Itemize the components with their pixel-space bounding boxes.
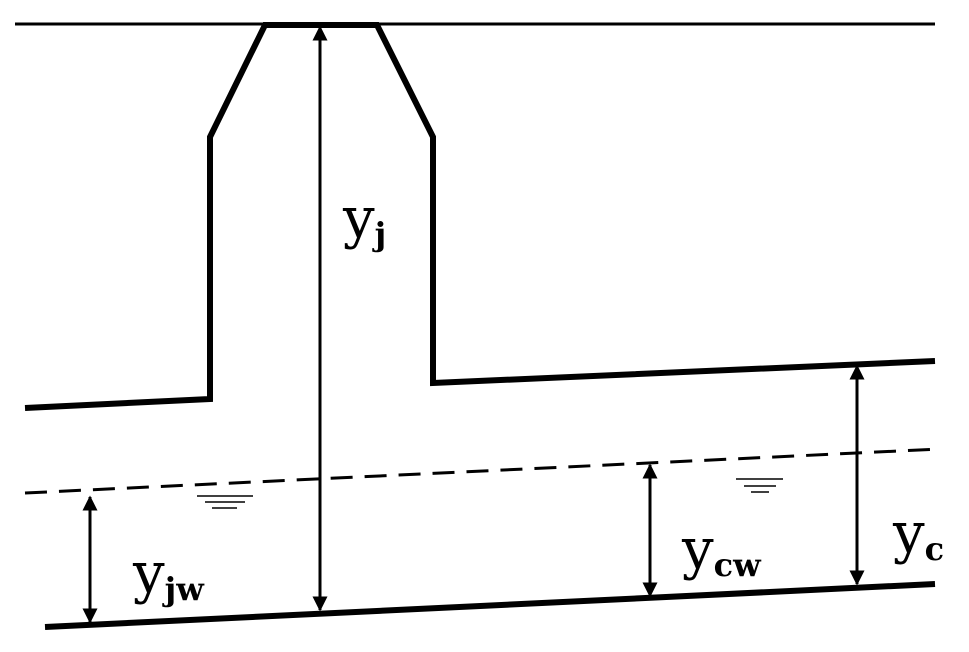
- water-surface-symbol-right: [736, 478, 783, 493]
- ycw-label: ycw: [681, 517, 762, 584]
- yj-label: yj: [342, 186, 386, 253]
- channel-bottom-line: [44, 581, 936, 630]
- jump-surface-profile: [24, 22, 936, 411]
- yjw-label-main: y: [132, 541, 165, 606]
- yjw-label: yjw: [132, 541, 205, 608]
- yjw-label-sub: jw: [162, 570, 206, 608]
- yj-label-sub: j: [372, 215, 387, 253]
- ycw-label-sub: cw: [714, 546, 762, 584]
- yc-label-sub: c: [925, 530, 944, 568]
- water-surface-symbol-left: [197, 495, 253, 509]
- yj-label-main: y: [342, 186, 375, 251]
- yc-label: yc: [892, 501, 944, 568]
- dashed-water-surface: [24, 447, 941, 495]
- yc-label-main: y: [892, 501, 925, 566]
- ycw-label-main: y: [681, 517, 714, 582]
